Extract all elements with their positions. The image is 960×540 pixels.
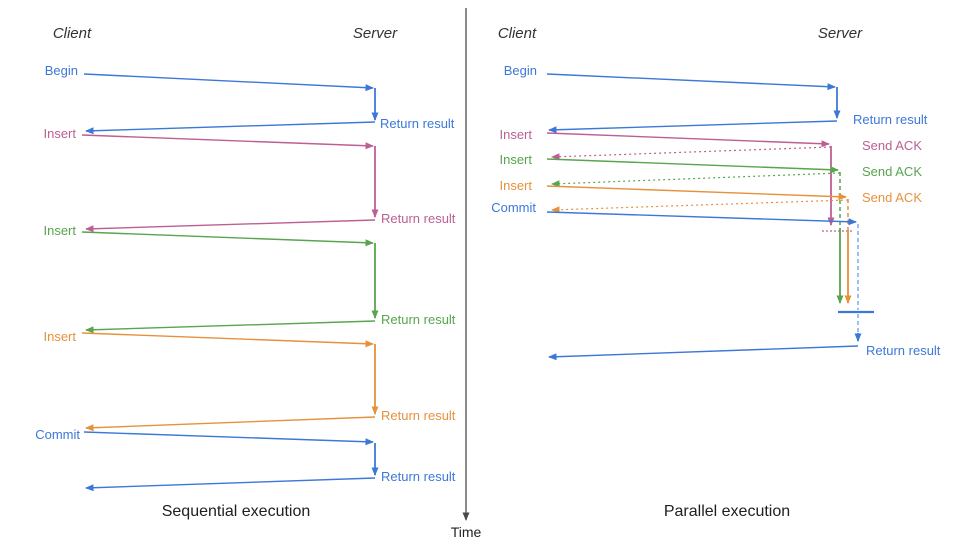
seq-commit-response-arrow: [85, 477, 376, 492]
seq-insert1-label: Insert: [43, 126, 76, 141]
seq-commit-label: Commit: [35, 427, 80, 442]
par-begin-request-arrow: [546, 73, 836, 91]
par-insert2-request-arrow: [546, 158, 839, 174]
seq-insert3-label: Insert: [43, 329, 76, 344]
seq-insert3-response-arrow: [85, 416, 376, 432]
parallel-diagram: [546, 73, 874, 361]
par-commit-label: Commit: [491, 200, 536, 215]
par-begin-response-label: Return result: [853, 112, 928, 127]
seq-insert2-label: Insert: [43, 223, 76, 238]
par-insert3-request-arrow: [546, 185, 847, 201]
par-commit-request-arrow: [546, 211, 857, 226]
seq-insert1-response-label: Return result: [381, 211, 456, 226]
parallel-title: Parallel execution: [663, 503, 791, 520]
par-insert3-label: Insert: [499, 178, 532, 193]
par-insert3-ack-label: Send ACK: [862, 190, 922, 205]
seq-insert2-response-arrow: [85, 320, 376, 334]
parallel-server-header: Server: [817, 25, 863, 42]
seq-commit-response-label: Return result: [381, 469, 456, 484]
sequential-client-header: Client: [52, 25, 92, 42]
par-insert3-ack-arrow: [551, 199, 849, 214]
par-insert1-ack-label: Send ACK: [862, 138, 922, 153]
seq-insert1-response-arrow: [85, 219, 376, 233]
seq-insert1-request-arrow: [81, 134, 374, 150]
seq-begin-response-label: Return result: [380, 116, 455, 131]
par-insert1-ack-arrow: [551, 146, 832, 161]
seq-insert2-response-label: Return result: [381, 312, 456, 327]
par-begin-label: Begin: [503, 63, 537, 78]
par-begin-response-arrow: [548, 120, 838, 134]
seq-begin-response-arrow: [85, 121, 376, 135]
seq-commit-request-arrow: [83, 431, 374, 446]
seq-insert3-request-arrow: [81, 332, 374, 348]
par-commit-response-arrow: [548, 345, 859, 361]
seq-insert2-request-arrow: [81, 231, 374, 247]
par-commit-response-label: Return result: [866, 343, 941, 358]
parallel-client-header: Client: [497, 25, 537, 42]
sequential-server-header: Server: [352, 25, 398, 42]
seq-begin-request-arrow: [83, 73, 374, 92]
time-axis-label: Time: [450, 524, 482, 540]
par-insert2-ack-arrow: [551, 172, 841, 188]
sequential-diagram: [81, 73, 379, 492]
par-insert1-label: Insert: [499, 127, 532, 142]
sequential-title: Sequential execution: [161, 503, 311, 520]
par-insert1-request-arrow: [546, 132, 830, 148]
seq-begin-label: Begin: [44, 63, 78, 78]
seq-insert3-response-label: Return result: [381, 408, 456, 423]
par-insert2-ack-label: Send ACK: [862, 164, 922, 179]
par-insert2-label: Insert: [499, 152, 532, 167]
